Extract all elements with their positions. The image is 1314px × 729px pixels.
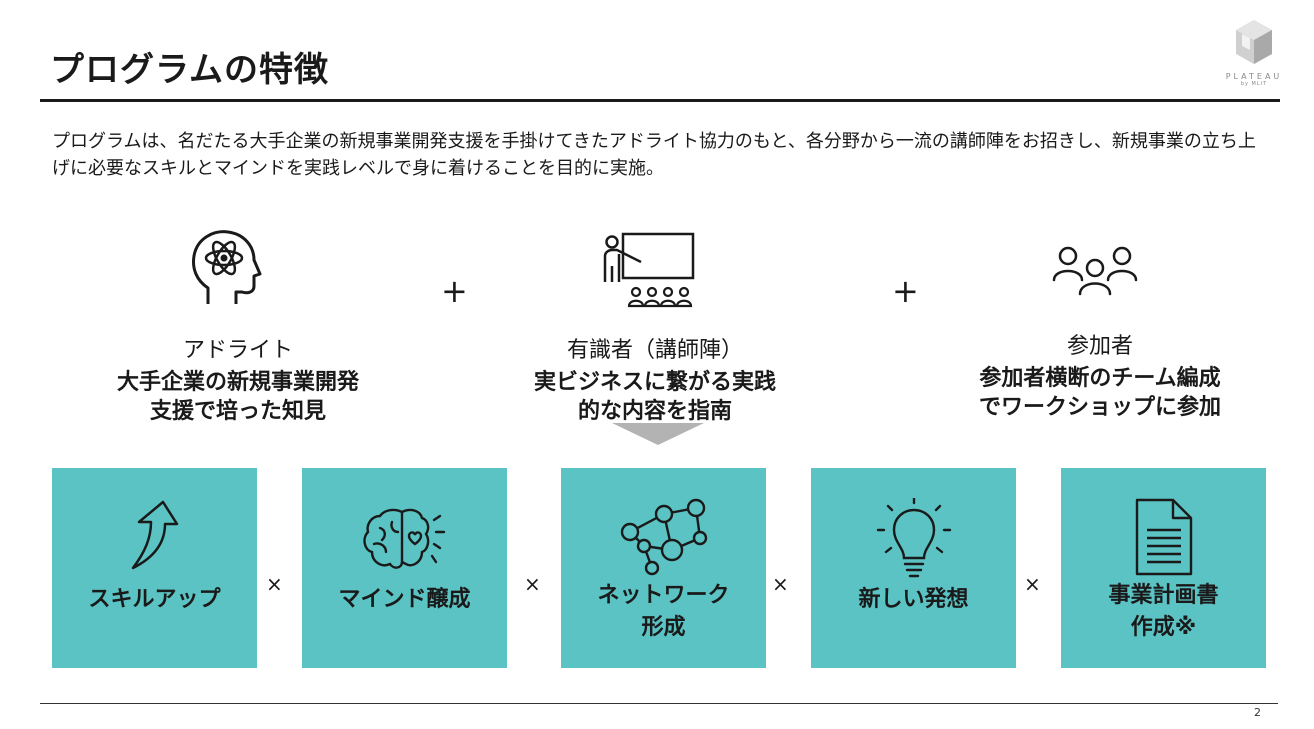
feature-tile-network: ネットワーク 形成: [561, 468, 766, 668]
pillar-label: 参加者: [1066, 334, 1133, 359]
pillar-description: 大手企業の新規事業開発 支援で培った知見: [116, 370, 359, 424]
feature-tile-new-ideas: 新しい発想: [811, 468, 1016, 668]
page-number: 2: [1254, 706, 1261, 719]
logo-text: PLATEAU: [1225, 72, 1283, 81]
lecturer-icon: [603, 232, 695, 308]
footer-divider: [40, 703, 1278, 704]
head-atom-icon: [192, 230, 262, 304]
times-operator: ×: [524, 572, 541, 596]
feature-tile-skill-up: スキルアップ: [52, 468, 257, 668]
tile-label: スキルアップ: [88, 587, 221, 612]
intro-paragraph: プログラムは、名だたる大手企業の新規事業開発支援を手掛けてきたアドライト協力のも…: [52, 131, 1256, 179]
pillar-description: 実ビジネスに繋がる実践 的な内容を指南: [533, 370, 776, 424]
down-arrow-icon: [612, 423, 704, 445]
pillar-adlight: アドライト 大手企業の新規事業開発 支援で培った知見: [88, 228, 388, 428]
pillar-label: 有識者（講師陣）: [566, 338, 743, 363]
network-icon: [620, 498, 707, 576]
arrow-up-icon: [131, 500, 178, 570]
brain-heart-icon: [362, 508, 445, 569]
pillar-label: アドライト: [182, 338, 293, 363]
plus-operator: +: [441, 272, 468, 310]
pillar-participants: 参加者 参加者横断のチーム編成 でワークショップに参加: [950, 228, 1250, 428]
document-icon: [1135, 498, 1192, 576]
title-divider: [40, 99, 1280, 102]
pillar-description: 参加者横断のチーム編成 でワークショップに参加: [978, 366, 1221, 420]
plateau-logo-icon: [1236, 20, 1272, 64]
people-group-icon: [1052, 246, 1138, 296]
tile-label: マインド醸成: [338, 587, 471, 612]
tile-label: ネットワーク 形成: [597, 583, 730, 640]
page-title: プログラムの特徴: [50, 50, 329, 90]
pillar-experts: 有識者（講師陣） 実ビジネスに繋がる実践 的な内容を指南: [505, 228, 805, 428]
logo-subtext: by MLIT: [1240, 81, 1268, 87]
lightbulb-icon: [876, 498, 951, 578]
feature-tile-business-plan: 事業計画書 作成※: [1061, 468, 1266, 668]
tile-label: 新しい発想: [858, 587, 969, 612]
times-operator: ×: [266, 572, 283, 596]
plus-operator: +: [892, 272, 919, 310]
times-operator: ×: [772, 572, 789, 596]
tile-label: 事業計画書 作成※: [1108, 583, 1219, 640]
times-operator: ×: [1024, 572, 1041, 596]
logo: PLATEAU by MLIT: [1222, 18, 1286, 98]
feature-tile-mindset: マインド醸成: [302, 468, 507, 668]
